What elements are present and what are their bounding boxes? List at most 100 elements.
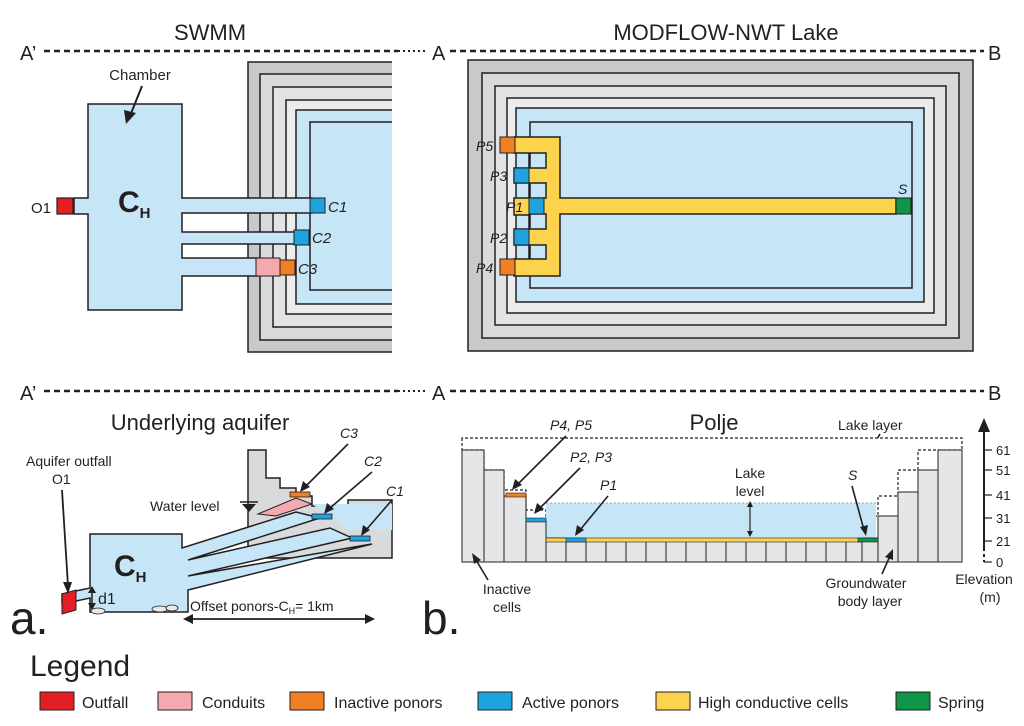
spring-s-label: S (898, 181, 908, 197)
ponor-p4 (499, 258, 516, 276)
modflow-title: MODFLOW-NWT Lake (613, 20, 838, 45)
legend-swatch-high-conductive (655, 691, 691, 711)
col-19 (825, 540, 847, 563)
polje-ponor-p4p5 (505, 492, 527, 498)
chamber-pebble-2 (151, 605, 169, 613)
polje-spring-arrow (851, 485, 865, 531)
panel-letter-b: b. (422, 592, 460, 644)
section-label-b-bottom: B (988, 383, 1001, 405)
polje-ponor-p2p3 (525, 517, 547, 523)
polje-spring-label: S (848, 467, 858, 483)
section-label-a-prime-top: A’ (20, 43, 36, 65)
section-c3-label: C3 (340, 425, 358, 441)
conduit-c3-segment (255, 257, 281, 277)
section-c3-arrow (305, 443, 349, 487)
gw-label-1: Groundwater (826, 575, 907, 591)
section-chamber-symbol: CH (114, 550, 147, 586)
section-c2-label: C2 (364, 453, 382, 469)
swmm-section: Underlying aquifer Water level C3 C2 C1 … (26, 410, 404, 624)
polje-p4p5-arrow (517, 435, 567, 485)
col-13 (705, 540, 727, 563)
polje-p2p3-arrowhead (534, 503, 544, 514)
aquifer-outfall-arrowhead (63, 582, 72, 594)
gw-label-2: body layer (838, 593, 903, 609)
col-23 (897, 491, 919, 563)
chamber-arrow (129, 85, 143, 117)
outfall-o1-label: O1 (31, 200, 51, 217)
panel-letter-a: a. (10, 592, 48, 644)
legend-label-outfall: Outfall (82, 695, 128, 712)
ponor-p2-label: P2 (490, 230, 507, 246)
ponor-c2 (293, 229, 310, 246)
legend-label-spring: Spring (938, 695, 984, 712)
spring-s (895, 197, 912, 215)
legend-swatch-inactive-ponors (289, 691, 325, 711)
polje-spring-arrowhead (860, 525, 868, 536)
d1-arrowhead-down (88, 603, 96, 610)
section-chamber-sub: H (136, 569, 147, 586)
conduit-c2-label: C2 (312, 230, 332, 247)
outfall-o1 (56, 197, 74, 215)
section-label-a-top: A (432, 43, 446, 65)
polje-ponor-p1 (565, 537, 587, 543)
col-10 (645, 540, 667, 563)
chamber-symbol: CH (118, 186, 151, 222)
col-3 (503, 495, 527, 563)
swmm-title: SWMM (174, 20, 246, 45)
elevation-tick-label-21: 21 (996, 534, 1010, 549)
gw-arrow (881, 555, 891, 575)
section-c1-arrowhead (361, 525, 370, 536)
offset-arrowhead-right (365, 614, 375, 624)
elevation-tick-label-61: 61 (996, 443, 1010, 458)
gw-arrowhead (885, 549, 893, 560)
legend-label-conduits: Conduits (202, 695, 265, 712)
water-level-symbol (242, 504, 256, 512)
section-c2-arrow (329, 471, 373, 509)
d1-arrowhead-up (88, 586, 96, 593)
aquifer-title: Underlying aquifer (111, 410, 290, 435)
offset-label: Offset ponors-CH= 1km (190, 598, 334, 616)
chamber-arrow-head (124, 110, 136, 124)
polje-p2p3-label: P2, P3 (570, 449, 612, 465)
aquifer-outfall-arrow (61, 489, 69, 587)
section-outfall-o1 (61, 589, 77, 615)
col-16 (765, 540, 787, 563)
col-18 (805, 540, 827, 563)
legend-label-active-ponors: Active ponors (522, 695, 619, 712)
chamber-pebble-3 (165, 604, 179, 612)
section-label-a-prime-bottom: A’ (20, 383, 36, 405)
conduit-c3-label: C3 (298, 261, 318, 278)
section-c2-arrowhead (324, 503, 334, 514)
legend-label-inactive-ponors: Inactive ponors (334, 695, 443, 712)
swmm-plan: Chamber CH O1 C1 C2 C3 (31, 61, 392, 353)
polje-lake-water (546, 503, 876, 539)
polje-p1-arrow (579, 495, 609, 531)
col-12 (685, 540, 707, 563)
section-label-b-top: B (988, 43, 1001, 65)
lake-level-label-2: level (736, 483, 765, 499)
ponor-p3 (513, 167, 530, 184)
legend-swatch-conduits (157, 691, 193, 711)
section-c1-arrow (365, 499, 393, 531)
inactive-cells-arrow (475, 559, 489, 581)
inactive-cells-label-2: cells (493, 599, 521, 615)
legend-title: Legend (30, 650, 130, 683)
chamber-symbol-sub: H (140, 205, 151, 222)
polje-high-conductive (545, 537, 863, 543)
ponor-p1-label: P1 (506, 199, 523, 215)
col-9 (625, 540, 647, 563)
water-level-label: Water level (150, 498, 220, 514)
lake-layer-label: Lake layer (838, 417, 903, 433)
elevation-title: Elevation (955, 571, 1013, 587)
section-ponor-c3 (289, 491, 311, 498)
section-ponor-c1 (349, 535, 371, 542)
col-2 (483, 469, 505, 563)
legend-swatch-active-ponors (477, 691, 513, 711)
col-14 (725, 540, 747, 563)
polje-title: Polje (690, 410, 739, 435)
elevation-tick-label-31: 31 (996, 511, 1010, 526)
col-1 (461, 449, 485, 563)
col-15 (745, 540, 767, 563)
col-4 (525, 520, 547, 563)
ponor-p5 (499, 136, 516, 154)
